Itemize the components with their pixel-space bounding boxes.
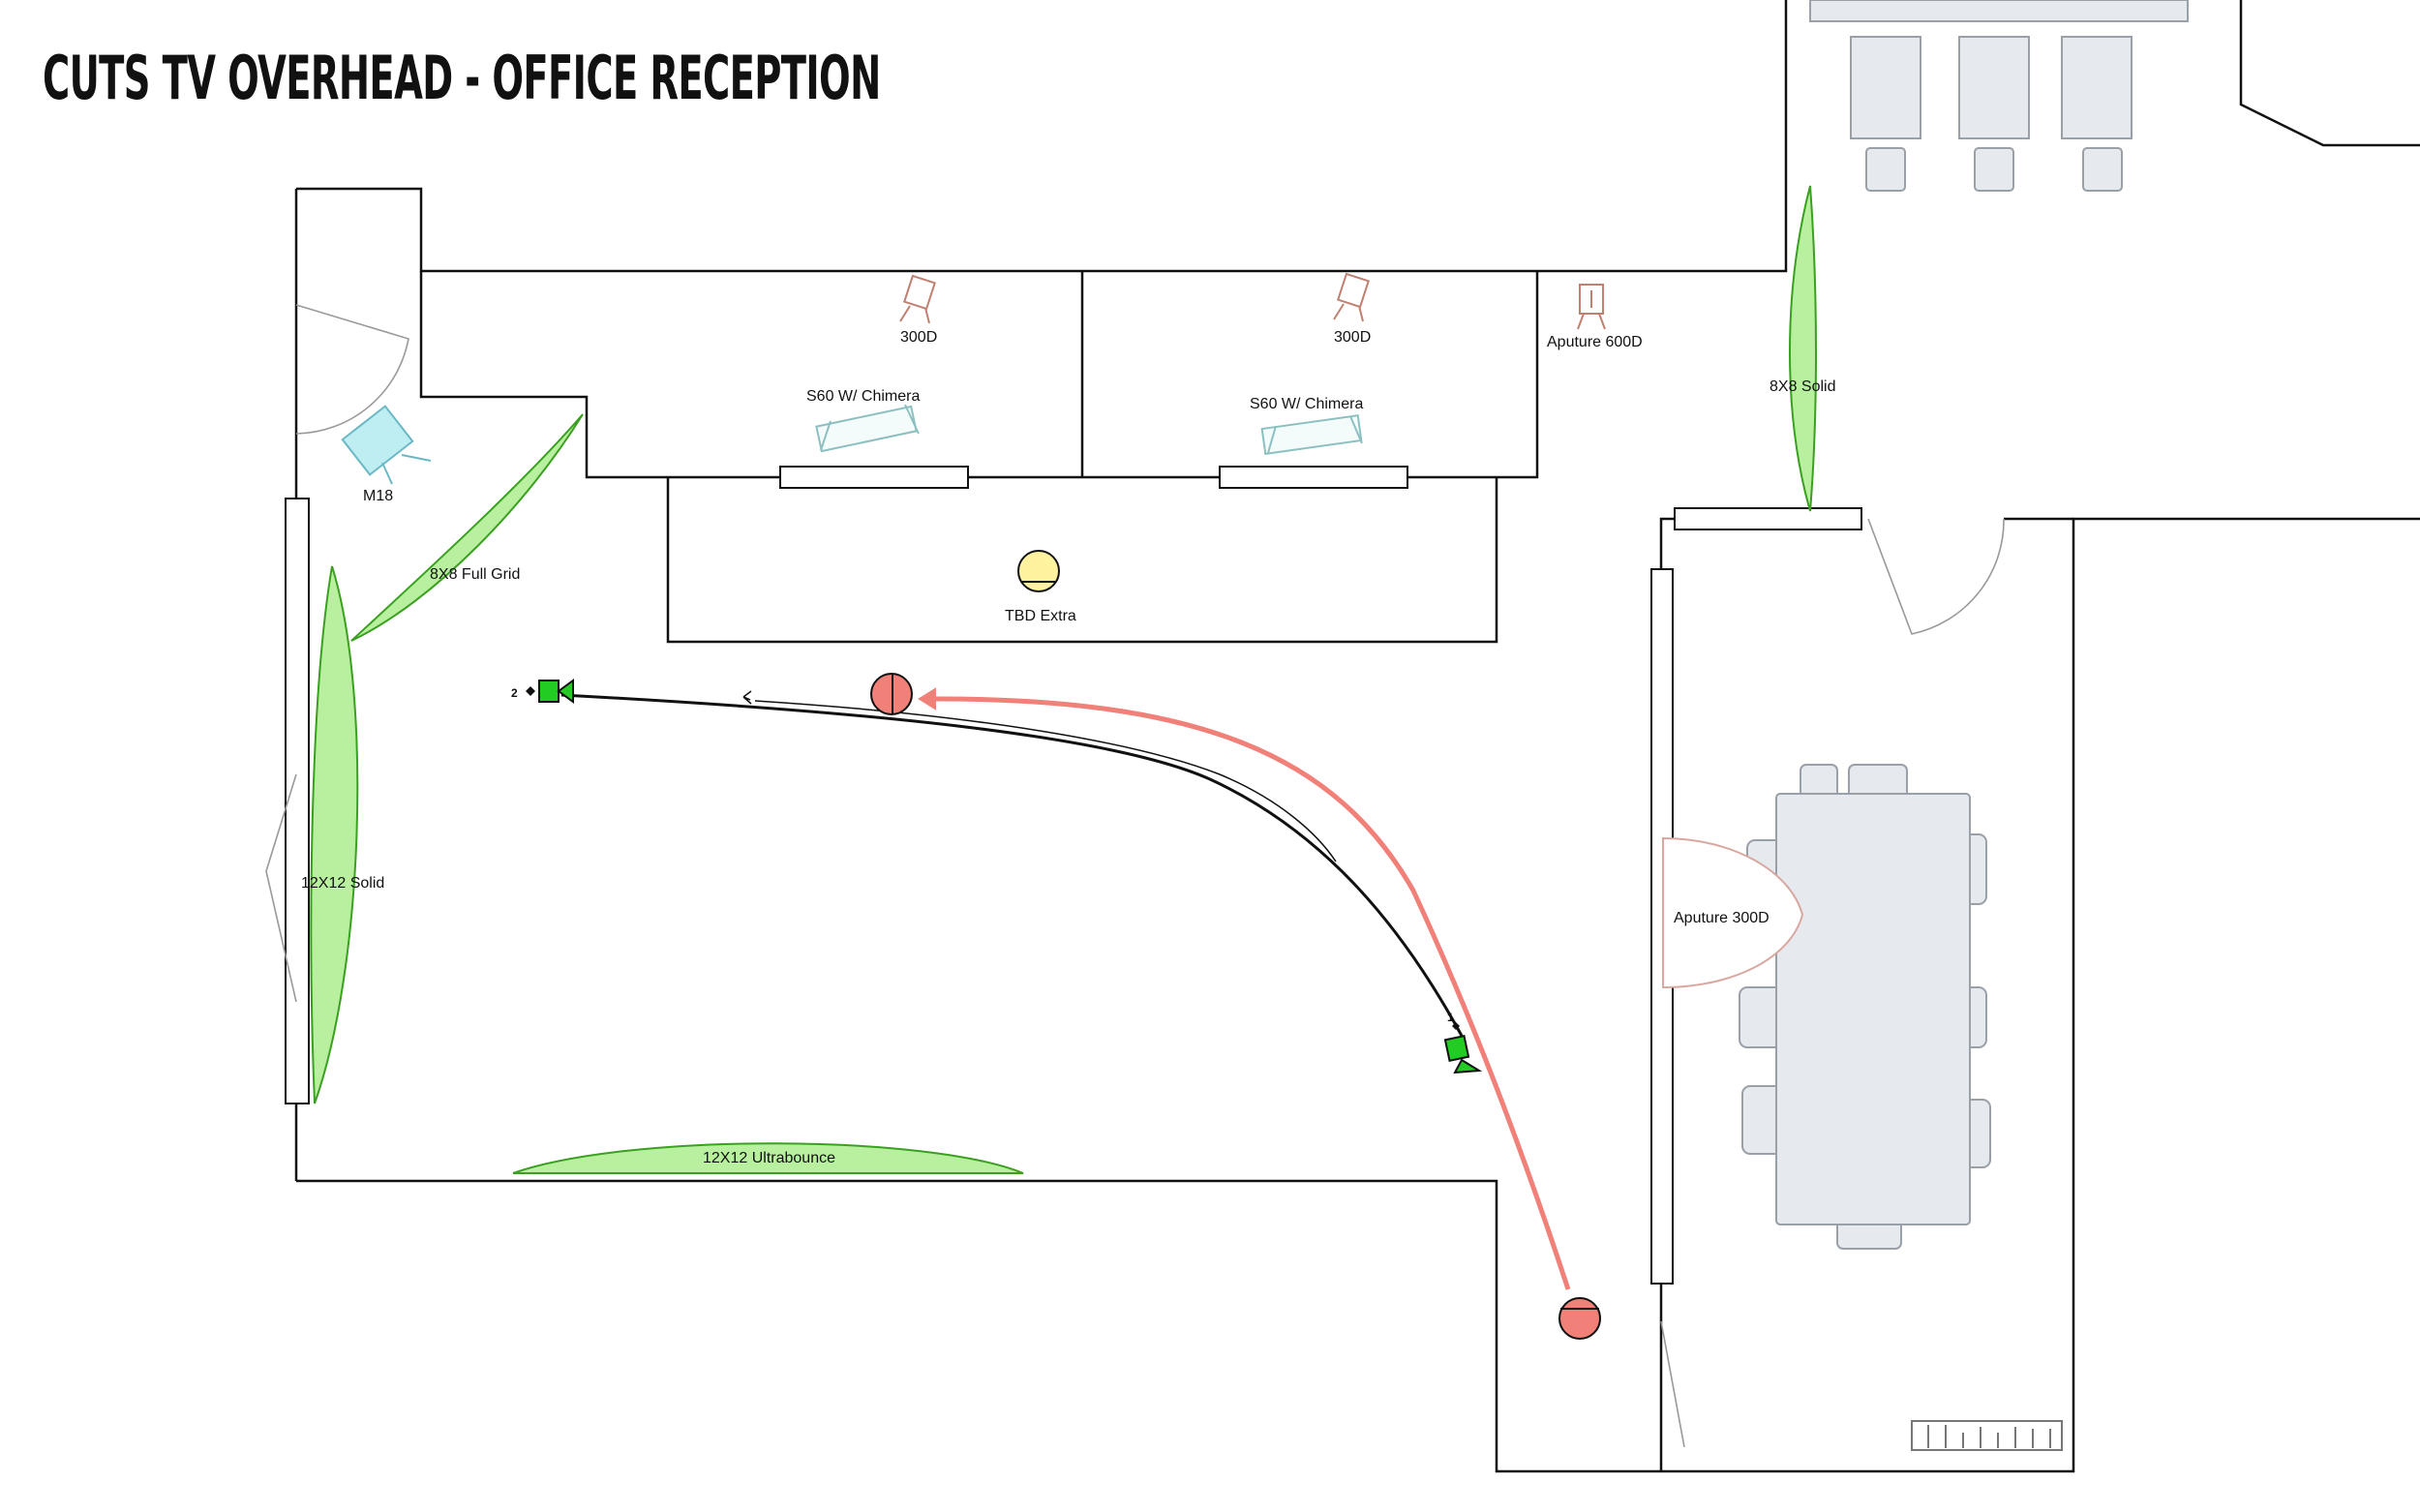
camera-paths [560,687,1571,1290]
label-s60-left: S60 W/ Chimera [806,388,920,405]
window-left [285,498,310,1104]
label-aputure-600d: Aputure 600D [1547,334,1643,350]
door-left-window [265,773,297,1003]
door-left-top [295,304,409,435]
door-right-bottom [1660,1320,1685,1448]
page-title: CUTS TV OVERHEAD - OFFICE RECEPTION [43,43,881,113]
table-top [1775,793,1971,1225]
wall-main [296,0,1788,273]
actor-path [923,696,1571,1290]
tbd-extra [1017,550,1060,592]
chair-1 [1865,147,1906,192]
radiator [1911,1420,2063,1451]
camera-1 [1443,1022,1483,1074]
camera-2 [526,679,574,704]
label-m18: M18 [363,488,393,504]
label-camera-1: 1 [1447,1011,1454,1024]
actor-start [1558,1297,1601,1340]
conference-table [1739,764,1991,1250]
flag-8x8-full-grid [350,413,584,642]
flag-12x12-solid [310,565,359,1104]
camera-move-path [560,693,1464,1037]
desk-1 [1850,36,1921,139]
chair-2 [1974,147,2014,192]
labels: 300D 300D Aputure 600D S60 W/ Chimera S6… [301,329,1836,1166]
window-s60-right [1219,466,1408,489]
cabinet-top [1809,0,2189,22]
actor-end [870,673,913,715]
label-12x12-ultrabounce: 12X12 Ultrabounce [703,1150,835,1166]
door-swings [265,304,2005,1448]
light-300d-right [1333,272,1370,322]
label-tbd-extra: TBD Extra [1005,608,1076,624]
desk-3 [2061,36,2133,139]
light-s60-right [1260,414,1363,455]
window-s60-left [779,466,969,489]
label-8x8-solid: 8X8 Solid [1770,378,1836,395]
light-m18 [341,405,432,485]
chair-3 [2082,147,2123,192]
flag-12x12-ultrabounce [512,1142,1024,1174]
wall-alcove [419,271,1539,479]
label-8x8-full-grid: 8X8 Full Grid [430,566,520,583]
window-right-top [1674,507,1862,530]
label-300d-right: 300D [1334,329,1371,346]
light-s60-left [815,404,920,453]
actor-path-arrowhead [918,687,936,711]
label-camera-2: 2 [511,686,518,700]
label-300d-left: 300D [900,329,937,346]
label-aputure-300d: Aputure 300D [1674,910,1770,926]
label-s60-right: S60 W/ Chimera [1250,396,1363,412]
flags [310,185,1817,1174]
wall-top-right [2239,0,2420,147]
kino-lights [815,404,1363,455]
label-12x12-solid: 12X12 Solid [301,875,384,892]
radiator-fins [1927,1425,2051,1448]
furniture-top-right [1809,0,2189,192]
radiator-body [1911,1420,2063,1451]
desk-2 [1958,36,2030,139]
walls [294,0,2420,1473]
lights [899,272,1606,330]
door-right-top [1867,518,2005,635]
light-aputure-600d [1577,284,1606,330]
light-aputure-300d-bounce [1662,836,1804,989]
camera-direction-arrow [742,690,752,705]
camera-move-path-double [754,700,1337,862]
light-300d-left [899,274,936,324]
flag-8x8-solid [1789,185,1817,512]
wall-bottom [296,517,2420,1473]
windows [285,466,1862,1285]
stage-box [666,477,1498,644]
